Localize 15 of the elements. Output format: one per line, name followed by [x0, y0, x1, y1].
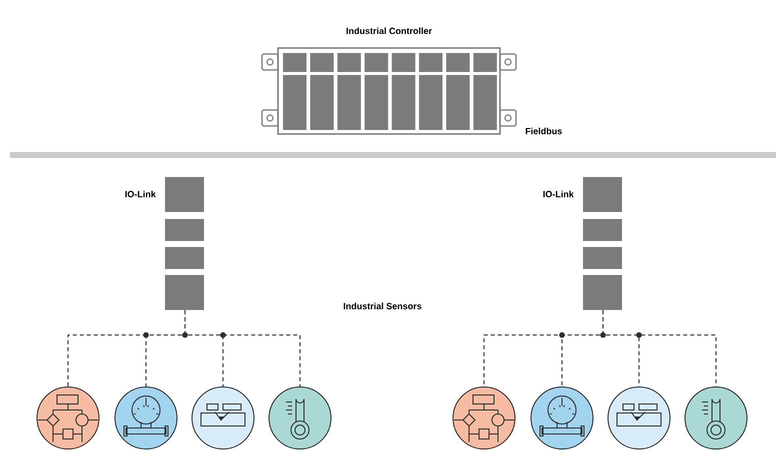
sensor-circle — [530, 386, 594, 450]
io-link-label: IO-Link — [125, 190, 156, 198]
sensor-circle — [36, 386, 100, 450]
io-link-label: IO-Link — [543, 190, 574, 198]
sensor-circle — [684, 386, 748, 450]
sensor-circle — [268, 386, 332, 450]
controller-label: Industrial Controller — [346, 27, 432, 34]
dashed-connector — [602, 310, 716, 387]
sensor-circle — [114, 386, 178, 450]
dashed-connector — [184, 310, 300, 387]
fieldbus-label: Fieldbus — [526, 128, 562, 134]
sensor-circle — [608, 386, 670, 450]
sensor-circle — [192, 386, 254, 450]
sensor-circle — [452, 386, 516, 450]
section-label: Industrial Sensors — [344, 302, 422, 310]
